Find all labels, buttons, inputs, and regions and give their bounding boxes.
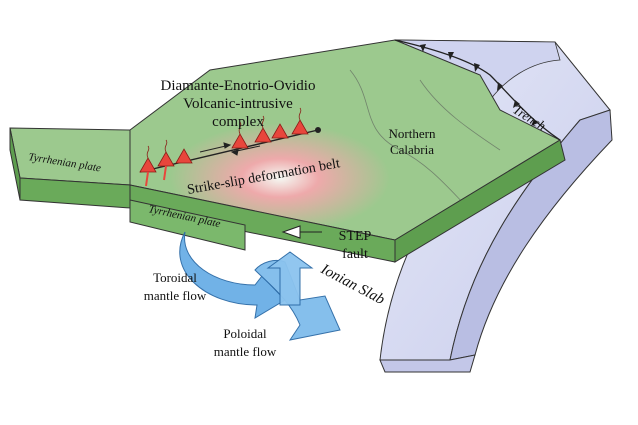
ionian-slab-lower [379,354,476,373]
complex-label-line1: Diamante-Enotrio-Ovidio [161,78,316,94]
fault-label: fault [342,247,368,262]
poloidal-label-line2: mantle flow [214,344,277,359]
step-fault-arrow [281,225,322,239]
poloidal-label-line1: Poloidal [223,326,267,341]
fault-trace-1 [349,69,471,211]
volcano-icon [254,115,272,143]
tyrrhenian-plate-front-label-face [129,199,246,251]
slip-arrows [199,142,261,156]
fault-tip [315,127,321,133]
volcano-icon [231,121,249,149]
complex-label-line2: Volcanic-intrusive [183,96,293,112]
upwelling-flow-arrow [266,251,314,306]
volcano-icon [291,107,309,135]
plate-right-face [394,139,566,263]
toroidal-label-line2: mantle flow [144,288,207,303]
volcano-icon [271,123,289,139]
fault-trace-2 [419,79,501,151]
step-label: STEP [339,229,372,244]
complex-label-line3: complex [212,114,264,130]
intrusive-dikes [145,165,167,187]
calabria-label: Calabria [390,142,434,157]
toroidal-label-line1: Toroidal [153,270,197,285]
volcano-icon [175,148,193,164]
toroidal-flow-arrow [179,231,286,319]
trench-teeth [420,44,538,126]
northern-label: Northern [389,126,436,141]
